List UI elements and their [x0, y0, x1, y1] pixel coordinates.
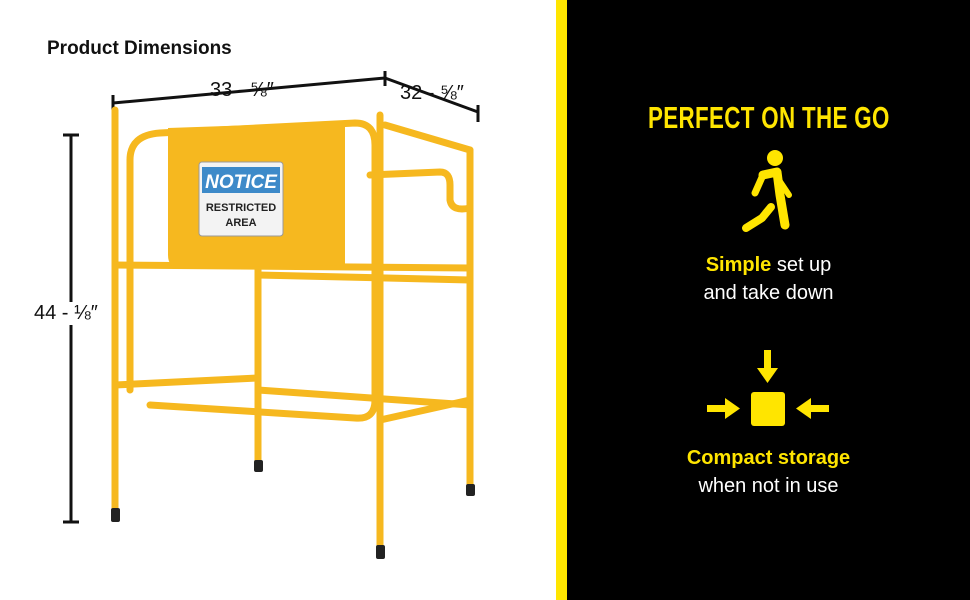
feature-compact-line2: when not in use	[698, 475, 839, 497]
panel-title: PERFECT ON THE GO	[647, 100, 890, 135]
feature-simple-rest: set up	[771, 254, 832, 276]
gate-illustration: NOTICE RESTRICTED AREA	[63, 71, 480, 559]
product-image-panel: NOTICE RESTRICTED AREA Product Dimension…	[32, 38, 480, 559]
feature-compact-highlight: Compact storage	[686, 447, 851, 469]
height-dimension: 44 - ⅛″	[32, 302, 100, 325]
feature-icons	[707, 150, 829, 426]
gate-frame	[111, 106, 474, 549]
feature-simple-line2: and take down	[703, 282, 834, 304]
feature-compact-storage: Compact storage when not in use	[567, 444, 970, 500]
product-dimensions-heading: Product Dimensions	[47, 38, 232, 59]
depth-dimension: 32 - ⅝″	[400, 82, 464, 104]
feature-simple-setup: Simple set up and take down	[567, 251, 970, 307]
leg-feet	[111, 460, 475, 559]
sign-line1: RESTRICTED	[206, 202, 276, 214]
feature-simple-highlight: Simple	[705, 254, 772, 276]
width-dimension: 33 - ⅝″	[210, 79, 274, 101]
accent-stripe	[556, 0, 567, 600]
compress-arrows-icon	[707, 350, 829, 426]
notice-sign: NOTICE RESTRICTED AREA	[198, 161, 284, 237]
features-panel: PERFECT ON THE GO Simple set up and take…	[567, 0, 970, 600]
sign-line2: AREA	[225, 217, 256, 229]
dimension-lines	[63, 71, 480, 524]
walking-person-icon	[742, 150, 792, 232]
sign-notice-text: NOTICE	[205, 172, 278, 193]
